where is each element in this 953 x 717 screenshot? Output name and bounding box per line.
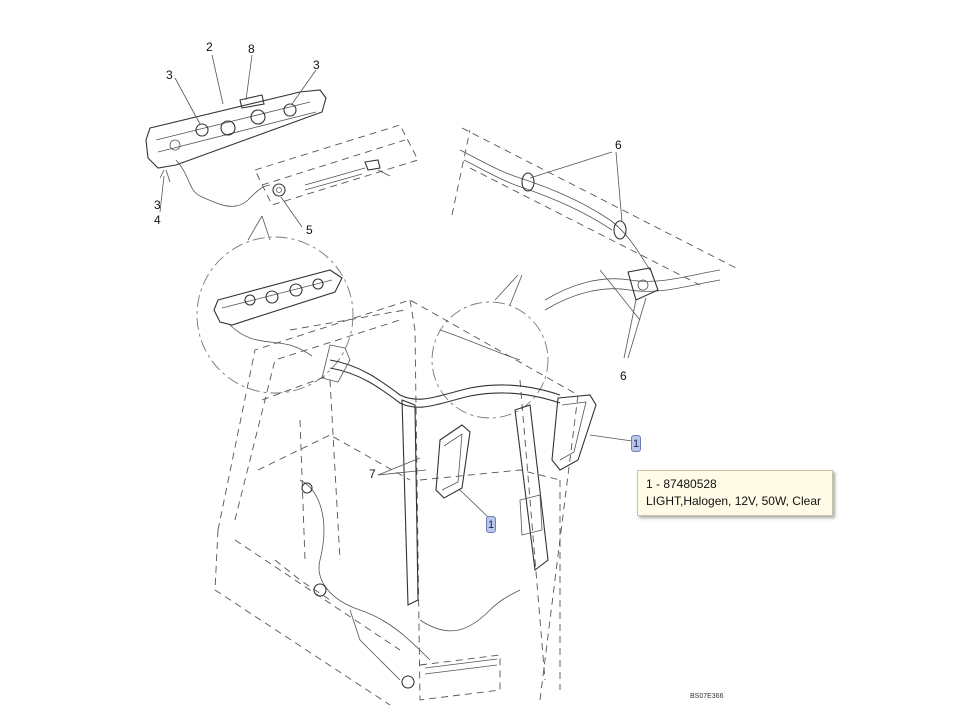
harness-clip-detail xyxy=(451,127,741,359)
callout-6-bottom: 6 xyxy=(620,369,627,383)
callout-5: 5 xyxy=(306,223,313,237)
callout-4: 4 xyxy=(154,213,161,227)
hotspot-item-1-left[interactable]: 1 xyxy=(486,516,496,533)
part-tooltip: 1 - 87480528 LIGHT,Halogen, 12V, 50W, Cl… xyxy=(637,470,833,516)
cab-frame xyxy=(214,299,633,706)
rear-light-housing-detail xyxy=(145,89,327,207)
detail-circle-left xyxy=(196,236,354,394)
tooltip-part-number: 1 - 87480528 xyxy=(646,477,717,491)
callout-7: 7 xyxy=(369,467,376,481)
callout-3-top-right: 3 xyxy=(313,58,320,72)
callout-2: 2 xyxy=(206,40,213,54)
tooltip-part-description: LIGHT,Halogen, 12V, 50W, Clear xyxy=(646,494,821,508)
callout-8: 8 xyxy=(248,42,255,56)
callout-6-top: 6 xyxy=(615,138,622,152)
leader-lines-top-left xyxy=(159,54,317,241)
mounting-bracket xyxy=(254,124,419,206)
callout-3-top-left: 3 xyxy=(166,68,173,82)
drawing-code: BS07E366 xyxy=(690,693,724,700)
callouts: 2 8 3 3 3 4 5 6 6 7 xyxy=(154,40,627,481)
callout-3-lower: 3 xyxy=(154,198,161,212)
hotspot-item-1-right[interactable]: 1 xyxy=(631,435,641,452)
detail-circle-right xyxy=(431,274,549,419)
